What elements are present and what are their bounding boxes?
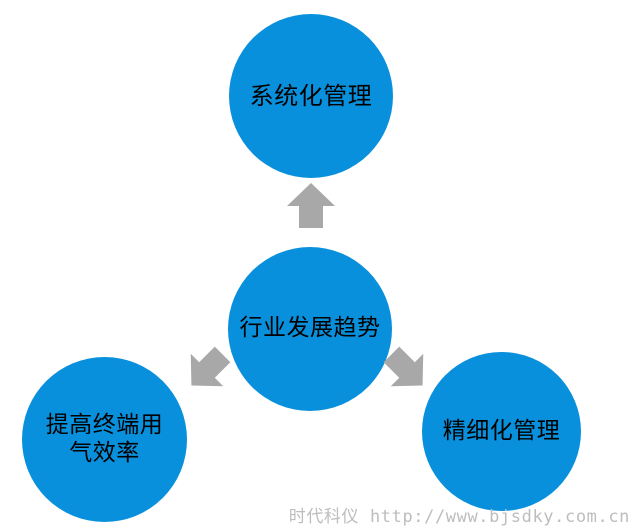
arrow-down-left-icon <box>190 346 231 387</box>
arrow-up-icon <box>287 183 335 228</box>
node-center-label: 行业发展趋势 <box>239 315 381 342</box>
node-refined-management[interactable]: 精细化管理 <box>422 352 581 511</box>
node-bottom-left-label: 提高终端用 气效率 <box>45 412 164 466</box>
node-bottom-right-label: 精细化管理 <box>442 417 561 444</box>
node-improve-terminal-gas-efficiency[interactable]: 提高终端用 气效率 <box>22 357 187 522</box>
watermark-text: 时代科仪 http://www.bjsdky.com.cn <box>288 507 630 527</box>
node-top-label: 系统化管理 <box>249 81 373 110</box>
arrow-down-right-icon <box>383 346 424 387</box>
node-industry-development-trend[interactable]: 行业发展趋势 <box>228 247 392 411</box>
node-systematic-management[interactable]: 系统化管理 <box>229 14 393 178</box>
